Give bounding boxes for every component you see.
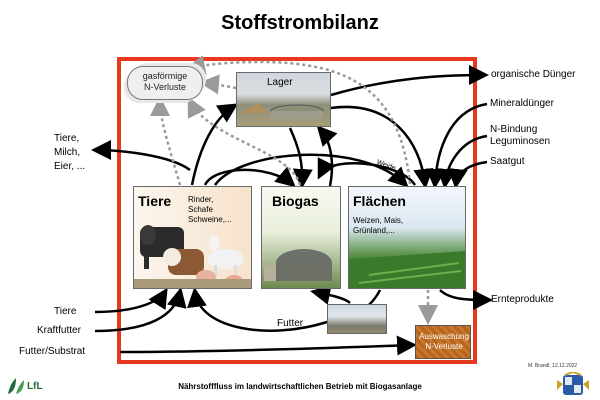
arrow-input-saatgut [447, 160, 488, 189]
loss-tiere-to-cloud [150, 96, 182, 186]
arrow-biogas-to-lager [316, 125, 338, 187]
arrow-input-mineralduenger [425, 102, 488, 189]
author-credit: M. Brandl, 12.12.2022 [528, 363, 578, 369]
input-seed-label: Saatgut [490, 156, 525, 167]
output-organic-fertilizer-label: organische Dünger [491, 69, 576, 80]
output-animal-products-label: Tiere, Milch, Eier, ... [54, 133, 86, 172]
biogas-plant-icon [264, 249, 332, 281]
input-concentrate-label: Kraftfutter [37, 325, 81, 336]
storage-node: Lager [236, 72, 331, 127]
animals-node: Tiere Rinder, Schafe Schweine,... [133, 186, 252, 289]
manure-storage-icon [241, 103, 324, 119]
arrow-lager-to-biogas [288, 127, 313, 189]
input-mineral-fertilizer-label: Mineraldünger [490, 98, 554, 109]
gas-losses-label: gasförmige N-Verluste [142, 71, 188, 92]
page-title: Stoffstrombilanz [221, 12, 379, 34]
animals-subtitle: Rinder, Schafe Schweine,... [188, 195, 232, 224]
arrow-weide [317, 157, 417, 186]
arrow-input-kraftfutter [94, 287, 187, 333]
loss-lager-to-cloud [199, 74, 237, 95]
arrow-lager-to-organic-fertilizer [330, 65, 489, 97]
farm-system-boundary [117, 57, 477, 364]
input-legume-fixation-label: N-Bindung Leguminosen [490, 124, 551, 147]
biogas-node: Biogas [261, 186, 341, 289]
loss-flaechen-to-cloud [185, 55, 412, 185]
arrow-tiere-to-flaechen [213, 153, 409, 188]
arrow-flaechen-to-ernteprodukte [439, 289, 493, 310]
fields-title: Flächen [353, 193, 406, 209]
arrow-input-futter-substrat [119, 335, 417, 356]
lfl-logo-text: LfL [27, 381, 43, 392]
loss-biogas-to-cloud [187, 96, 302, 186]
output-crop-products-label: Ernteprodukte [491, 294, 554, 305]
fields-subtitle: Weizen, Mais, Grünland,... [353, 216, 404, 235]
input-animals-label: Tiere [54, 306, 77, 317]
field-landscape-icon [349, 251, 465, 288]
leaching-label: Auswaschung N-Verluste [419, 332, 469, 351]
arrow-lager-to-flaechen [330, 105, 434, 189]
livestock-icon [134, 225, 251, 288]
arrow-futter-to-biogas [310, 285, 351, 305]
biogas-title: Biogas [272, 193, 319, 209]
animals-title: Tiere [138, 193, 172, 209]
arrow-input-n-bindung [436, 134, 488, 189]
input-feed-substrate-label: Futter/Substrat [19, 346, 86, 357]
feed-label: Futter [277, 318, 304, 329]
bavaria-coat-of-arms-icon [557, 372, 589, 395]
fields-node: Flächen Weizen, Mais, Grünland,... [348, 186, 466, 289]
arrow-output-animal-products [91, 140, 191, 172]
feed-silo-image [327, 304, 387, 334]
storage-label: Lager [267, 77, 293, 88]
gas-losses-cloud: gasförmige N-Verluste [127, 66, 203, 100]
lfl-logo-icon [8, 378, 24, 394]
arrow-input-tiere [94, 287, 168, 314]
leaching-node: Auswaschung N-Verluste [415, 325, 471, 359]
arrow-tiere-to-biogas [203, 166, 296, 188]
arrow-tiere-to-lager [190, 103, 239, 186]
footer-caption: Nährstofffluss im landwirtschaftlichen B… [178, 382, 422, 391]
arrow-futter-to-tiere [187, 287, 328, 332]
